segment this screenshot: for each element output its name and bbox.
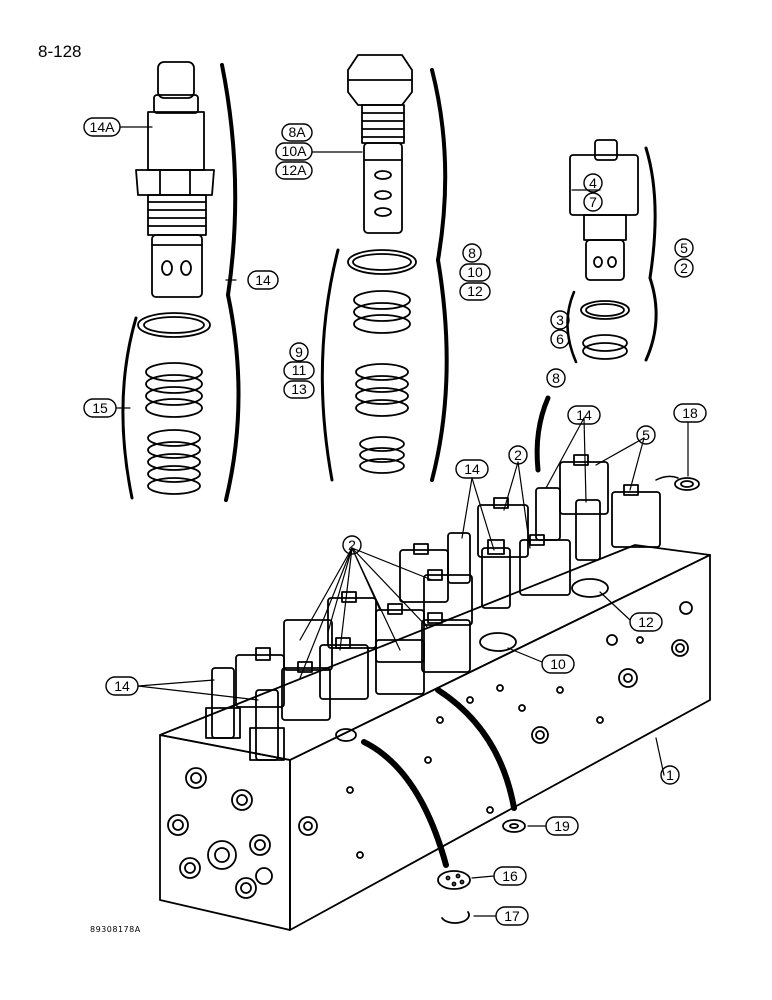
svg-text:3: 3 bbox=[556, 312, 564, 328]
valve-block-drawing bbox=[159, 454, 711, 931]
callout-12-group: 12 bbox=[459, 282, 491, 301]
callout-5-body: 5 bbox=[636, 425, 656, 445]
callout-14-group: 14 bbox=[247, 270, 279, 290]
figure-code: 89308178A bbox=[90, 925, 141, 934]
callout-17: 17 bbox=[495, 906, 529, 926]
svg-text:12: 12 bbox=[638, 614, 654, 630]
callout-8-group: 8 bbox=[462, 243, 482, 263]
svg-text:8: 8 bbox=[468, 245, 476, 261]
svg-text:14: 14 bbox=[255, 272, 271, 288]
svg-text:16: 16 bbox=[502, 868, 518, 884]
svg-text:11: 11 bbox=[292, 362, 307, 378]
svg-text:2: 2 bbox=[680, 260, 688, 276]
callout-12-body: 12 bbox=[629, 612, 663, 632]
svg-text:14: 14 bbox=[576, 407, 592, 423]
svg-text:15: 15 bbox=[92, 400, 108, 416]
svg-text:19: 19 bbox=[554, 818, 570, 834]
orifice-16-drawing bbox=[437, 870, 471, 890]
callout-14-mid: 14 bbox=[455, 459, 489, 479]
callout-19: 19 bbox=[545, 816, 579, 836]
svg-text:12: 12 bbox=[467, 283, 483, 299]
svg-text:2: 2 bbox=[514, 447, 522, 463]
callout-12a: 12A bbox=[275, 161, 313, 180]
plug-18-drawing bbox=[674, 477, 700, 491]
callout-11: 11 bbox=[283, 361, 315, 380]
snap-ring-17-drawing bbox=[441, 911, 470, 924]
callout-14-top: 14 bbox=[567, 405, 601, 425]
callout-7: 7 bbox=[583, 192, 603, 212]
callout-14-left: 14 bbox=[105, 676, 139, 696]
svg-text:13: 13 bbox=[291, 381, 307, 397]
cartridge-14-drawing bbox=[121, 61, 241, 502]
svg-text:17: 17 bbox=[504, 908, 520, 924]
callout-5-group: 5 bbox=[674, 238, 694, 258]
svg-text:2: 2 bbox=[348, 537, 356, 553]
svg-text:14: 14 bbox=[114, 678, 130, 694]
svg-text:1: 1 bbox=[666, 767, 674, 783]
callout-18: 18 bbox=[673, 403, 707, 423]
callout-8-body: 8 bbox=[546, 368, 566, 388]
cartridge-4-drawing bbox=[566, 139, 658, 364]
svg-text:12A: 12A bbox=[282, 162, 308, 178]
svg-text:8: 8 bbox=[552, 370, 560, 386]
svg-text:7: 7 bbox=[589, 194, 597, 210]
svg-text:5: 5 bbox=[680, 240, 688, 256]
callout-10a: 10A bbox=[275, 142, 313, 161]
block-mounted-cartridges bbox=[205, 454, 661, 761]
svg-text:4: 4 bbox=[589, 175, 597, 191]
svg-text:10: 10 bbox=[467, 264, 483, 280]
callout-8a: 8A bbox=[281, 123, 313, 142]
svg-text:8A: 8A bbox=[288, 124, 306, 140]
callout-1: 1 bbox=[660, 765, 680, 785]
callout-13: 13 bbox=[283, 380, 315, 399]
cartridge-8-drawing bbox=[320, 54, 449, 482]
callout-4: 4 bbox=[583, 173, 603, 193]
callout-2-group: 2 bbox=[674, 258, 694, 278]
svg-text:6: 6 bbox=[556, 331, 564, 347]
svg-text:10A: 10A bbox=[282, 143, 308, 159]
callout-14a: 14A bbox=[83, 117, 121, 137]
svg-text:5: 5 bbox=[642, 427, 650, 443]
svg-text:14A: 14A bbox=[90, 119, 116, 135]
callout-16: 16 bbox=[493, 866, 527, 886]
plug-19-drawing bbox=[502, 819, 526, 833]
callout-3: 3 bbox=[550, 310, 570, 330]
svg-text:18: 18 bbox=[682, 405, 698, 421]
callout-10-group: 10 bbox=[459, 263, 491, 282]
svg-text:9: 9 bbox=[295, 344, 303, 360]
callout-9: 9 bbox=[289, 342, 309, 362]
svg-text:10: 10 bbox=[550, 656, 566, 672]
svg-text:14: 14 bbox=[464, 461, 480, 477]
callout-10-body: 10 bbox=[541, 654, 575, 674]
leader-lines bbox=[116, 126, 689, 917]
callout-15: 15 bbox=[83, 398, 117, 418]
callout-6: 6 bbox=[550, 329, 570, 349]
callout-2-left: 2 bbox=[342, 535, 362, 555]
callout-2-mid: 2 bbox=[508, 445, 528, 465]
page-number: 8-128 bbox=[38, 42, 82, 61]
